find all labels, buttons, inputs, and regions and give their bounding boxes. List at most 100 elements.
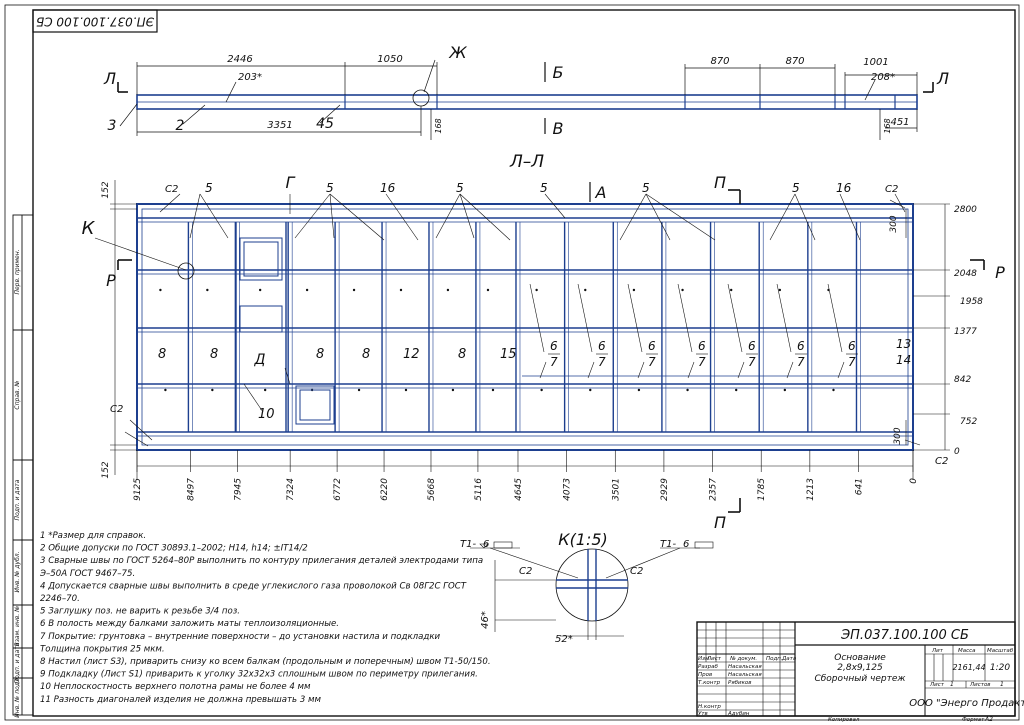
tb-role: Т.контр	[698, 680, 721, 686]
callout: 13	[896, 337, 911, 351]
callout: 5	[792, 181, 800, 195]
callout: 8	[316, 347, 324, 362]
detail-k: К(1:5) Т1- 6 Т1- 6 С2	[460, 530, 714, 645]
dim-label: 4645	[514, 478, 524, 501]
side-strip-label: Перв. примен.	[14, 249, 21, 294]
company-name: ООО "Энерго Продакт"	[909, 698, 1024, 709]
side-strip	[12, 214, 34, 716]
callout: С2	[110, 404, 123, 415]
dim-label: 1213	[806, 478, 816, 501]
view-marker: Д	[254, 352, 266, 368]
dim-label: 641	[854, 478, 864, 495]
section-marker: Л	[936, 69, 949, 88]
title-block	[696, 621, 1016, 717]
dim-label: 752	[960, 417, 977, 427]
weld-dot	[258, 288, 262, 292]
drawing-name: Основание	[834, 653, 886, 663]
weld-symbol: Т1-	[460, 539, 476, 550]
detail-title: К(1:5)	[558, 530, 608, 549]
note-line: Толщина покрытия 25 мкм.	[40, 644, 165, 654]
callout-leader	[529, 283, 545, 353]
dim-label: 9125	[133, 478, 143, 501]
callout: 16	[380, 181, 396, 195]
callout: С2	[935, 456, 948, 467]
dim-label: 1958	[960, 297, 983, 307]
main-view-labels: Г А П П К Р Р Д С2 С2 С2 С2 5 5 16 5 5 5…	[82, 173, 1006, 532]
weld-dot	[211, 388, 214, 392]
weld-symbol: Т1-	[660, 539, 676, 550]
note-line: 1 *Размер для справок.	[40, 531, 146, 541]
dim-label: 2357	[709, 478, 719, 501]
tb-role: Разраб	[698, 664, 718, 670]
tb-person: Адубин	[727, 711, 750, 717]
weld-dot	[404, 388, 408, 392]
top-stamp-code: ЭП.037.100.100 СБ	[36, 15, 155, 29]
dim-label: 0	[954, 447, 960, 457]
callout: 5	[540, 181, 548, 195]
callout: 5	[326, 181, 334, 195]
side-strip-label: Подп. и дата	[14, 479, 21, 520]
callout-leader	[587, 361, 595, 379]
dim-label: 300	[893, 427, 903, 444]
top-view-labels: 2446 1050 3351 870 870 1001 451 203* 208…	[103, 43, 949, 138]
dim-label: 8497	[186, 478, 196, 501]
scale-value: 1:20	[990, 663, 1010, 673]
weld-symbol: 6	[683, 539, 689, 550]
weld-dot	[589, 388, 592, 392]
side-strip-label: Инв. № подл.	[14, 676, 21, 717]
weld-dot	[206, 288, 209, 292]
callout: С2	[165, 184, 178, 195]
weld-dot	[491, 388, 495, 392]
dim-label: 3501	[611, 478, 621, 501]
view-marker: В	[553, 119, 564, 138]
weld-dot	[832, 388, 835, 392]
weld-symbol: 6	[483, 539, 489, 550]
dim-label: 870	[785, 56, 804, 67]
view-marker: А	[595, 183, 607, 202]
dim-label: 870	[710, 56, 729, 67]
cross-members	[159, 222, 861, 432]
position-number: 45	[316, 116, 334, 132]
dim-label: 3351	[267, 120, 292, 131]
weld-dot	[263, 388, 267, 392]
dim-label: 52*	[555, 634, 573, 645]
weld-dot	[681, 288, 684, 292]
weld-dot	[637, 388, 641, 392]
callout-leader	[577, 283, 593, 353]
dim-label: 6220	[380, 478, 390, 501]
section-marker: П	[714, 173, 726, 192]
drawing-code: ЭП.037.100.100 СБ	[840, 628, 969, 643]
weld-dot	[305, 288, 309, 292]
callout-numerator: 6	[848, 339, 856, 353]
dim-label: 4073	[563, 478, 573, 501]
mass-value: 2161,44	[952, 663, 985, 672]
dim-label: 1050	[377, 54, 402, 65]
callout-denominator: 7	[598, 355, 606, 369]
tb-role: Пров	[698, 672, 712, 678]
callout-denominator: 7	[550, 355, 558, 369]
position-number: 2	[176, 118, 185, 134]
weld-dot	[399, 288, 403, 292]
callout-denominator: 7	[648, 355, 656, 369]
callout: С2	[885, 184, 898, 195]
section-title: Л–Л	[509, 152, 544, 172]
dim-label: 2048	[954, 269, 977, 279]
callout: С2	[630, 566, 643, 577]
weld-dot	[486, 288, 490, 292]
callout-leader	[539, 361, 547, 379]
weld-dot	[783, 388, 787, 392]
format-value: A2	[984, 716, 993, 723]
weld-dot	[686, 388, 689, 392]
drawing-name: 2,8х9,125	[837, 663, 883, 673]
main-view: Л–Л	[82, 152, 1006, 532]
note-line: 4 Допускается сварные швы выполнить в ср…	[40, 581, 467, 591]
dim-label: 6772	[333, 478, 343, 501]
callout-numerator: 6	[648, 339, 656, 353]
callout-denominator: 7	[848, 355, 856, 369]
callout-numerator: 6	[598, 339, 606, 353]
callout-denominator: 7	[797, 355, 805, 369]
sheet-value: 1	[950, 681, 954, 688]
dim-label: 1377	[954, 327, 977, 337]
